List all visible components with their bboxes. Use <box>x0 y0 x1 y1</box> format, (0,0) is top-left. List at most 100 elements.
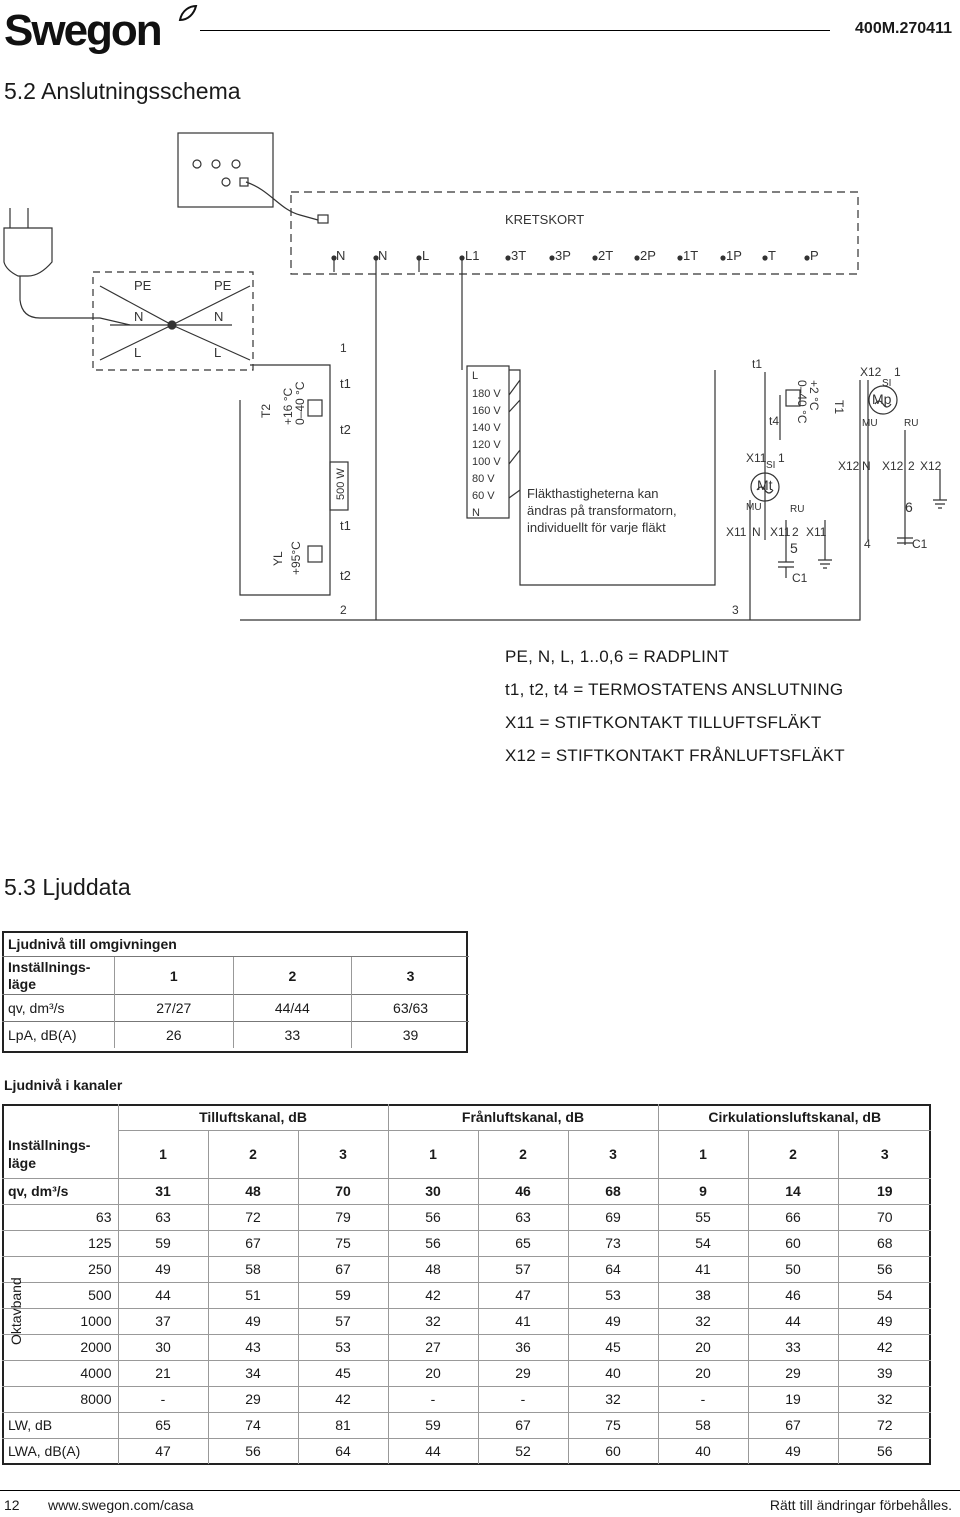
table-cell: 81 <box>297 1411 388 1438</box>
table-cell: 56 <box>837 1255 931 1282</box>
table-cell: 74 <box>207 1411 298 1438</box>
table-cell: 64 <box>567 1255 658 1282</box>
table-cell: 63/63 <box>351 994 469 1022</box>
svg-text:t1: t1 <box>340 376 351 391</box>
svg-text:t1: t1 <box>340 518 351 533</box>
group-header-supply: Tilluftskanal, dB <box>117 1104 388 1131</box>
svg-text:80 V: 80 V <box>472 473 495 485</box>
band-frequency: 8000 <box>2 1385 118 1412</box>
table-row: LpA, dB(A) 26 33 39 <box>2 1021 469 1048</box>
octave-band-label: Oktavband <box>8 1277 24 1345</box>
table-cell: 29 <box>477 1359 568 1386</box>
exhaust-fan-circuit: X12 1 SI Mp MU RU X12 N X12 2 X12 4 6 C1 <box>838 365 947 551</box>
table-cell: 45 <box>297 1359 388 1386</box>
table-cell: 67 <box>747 1411 838 1438</box>
table-cell: 73 <box>567 1229 658 1256</box>
table-cell: 49 <box>567 1307 658 1334</box>
table-cell: 33 <box>232 1021 352 1048</box>
svg-text:Mt: Mt <box>757 477 773 493</box>
svg-text:L: L <box>214 345 221 360</box>
svg-text:+16 °C: +16 °C <box>281 388 295 425</box>
footer-disclaimer: Rätt till ändringar förbehålles. <box>769 1497 952 1513</box>
legend-line: t1, t2, t4 = TERMOSTATENS ANSLUTNING <box>505 680 844 699</box>
row-label: LWA, dB(A) <box>2 1437 118 1464</box>
table-cell: 29 <box>207 1385 298 1412</box>
svg-text:SI: SI <box>882 378 891 389</box>
svg-text:3P: 3P <box>555 248 571 263</box>
svg-text:3: 3 <box>732 603 739 617</box>
svg-text:1T: 1T <box>683 248 698 263</box>
table-cell: 59 <box>387 1411 478 1438</box>
table-cell: 65 <box>477 1229 568 1256</box>
table-cell: - <box>657 1385 748 1412</box>
ambient-sound-table: Ljudnivå till omgivningen Inställnings- … <box>2 931 469 1048</box>
table-cell: 42 <box>297 1385 388 1412</box>
header-rule <box>200 30 830 31</box>
footer-link[interactable]: www.swegon.com/casa <box>48 1497 194 1513</box>
setting-header: 2 <box>477 1129 568 1178</box>
svg-text:RU: RU <box>790 504 804 515</box>
setting-label: Inställnings- läge <box>8 1136 91 1171</box>
table-cell: 39 <box>837 1359 931 1386</box>
table-cell: - <box>117 1385 208 1412</box>
table-cell: 63 <box>477 1203 568 1230</box>
band-frequency: 4000 <box>2 1359 118 1386</box>
svg-text:T2: T2 <box>259 404 273 418</box>
table-cell: 68 <box>837 1229 931 1256</box>
table-cell: 42 <box>387 1281 478 1308</box>
terminal-dots <box>331 255 810 261</box>
svg-text:L: L <box>472 370 478 382</box>
socket-cable <box>245 181 319 221</box>
svg-text:2P: 2P <box>640 248 656 263</box>
table-row: LW, dB 65 74 81 59 67 75 58 67 72 <box>2 1411 931 1438</box>
page-number: 12 <box>4 1497 20 1513</box>
table-cell: 58 <box>657 1411 748 1438</box>
table-cell: 60 <box>567 1437 658 1464</box>
table-row: qv, dm³/s 27/27 44/44 63/63 <box>2 994 469 1022</box>
svg-text:Fläkthastigheterna kan: Fläkthastigheterna kan <box>527 486 659 501</box>
table-cell: 43 <box>207 1333 298 1360</box>
svg-text:N: N <box>862 459 871 473</box>
setting-header: 2 <box>747 1129 838 1178</box>
table-cell: 40 <box>567 1359 658 1386</box>
duct-sound-table: Tilluftskanal, dB Frånluftskanal, dB Cir… <box>2 1104 931 1464</box>
table-cell: 27 <box>387 1333 478 1360</box>
table-cell: 31 <box>117 1177 208 1204</box>
svg-text:N: N <box>134 309 143 324</box>
wall-socket <box>177 132 274 208</box>
setting-label: Inställnings- läge <box>2 956 115 995</box>
svg-text:X11: X11 <box>726 525 747 539</box>
table-cell: 36 <box>477 1333 568 1360</box>
svg-text:2T: 2T <box>598 248 613 263</box>
table-cell: 56 <box>207 1437 298 1464</box>
table-cell: 68 <box>567 1177 658 1204</box>
table-cell: 64 <box>297 1437 388 1464</box>
svg-text:N: N <box>214 309 223 324</box>
swegon-logo: Swegon <box>4 6 163 55</box>
svg-text:X12: X12 <box>860 365 882 379</box>
setting-header: 3 <box>297 1129 388 1178</box>
table-cell: 70 <box>297 1177 388 1204</box>
setting-header: 1 <box>117 1129 208 1178</box>
svg-text:0–40 °C: 0–40 °C <box>795 380 809 424</box>
table-cell: 29 <box>747 1359 838 1386</box>
table-cell: 30 <box>117 1333 208 1360</box>
table-cell: 42 <box>837 1333 931 1360</box>
table-cell: 44/44 <box>232 994 352 1022</box>
table-cell: 57 <box>297 1307 388 1334</box>
svg-text:6: 6 <box>905 499 913 515</box>
table-cell: 60 <box>747 1229 838 1256</box>
svg-text:MU: MU <box>862 418 878 429</box>
svg-text:0–40 °C: 0–40 °C <box>293 381 307 425</box>
table-row: qv, dm³/s 31 48 70 30 46 68 9 14 19 <box>2 1177 931 1204</box>
table-cell: 32 <box>657 1307 748 1334</box>
svg-text:C1: C1 <box>792 571 808 585</box>
table-cell: 70 <box>837 1203 931 1230</box>
band-frequency: 1000 <box>2 1307 118 1334</box>
svg-text:t2: t2 <box>340 422 351 437</box>
svg-text:ändras på transformatorn,: ändras på transformatorn, <box>527 503 677 518</box>
table-cell: 20 <box>387 1359 478 1386</box>
svg-text:140 V: 140 V <box>472 422 501 434</box>
